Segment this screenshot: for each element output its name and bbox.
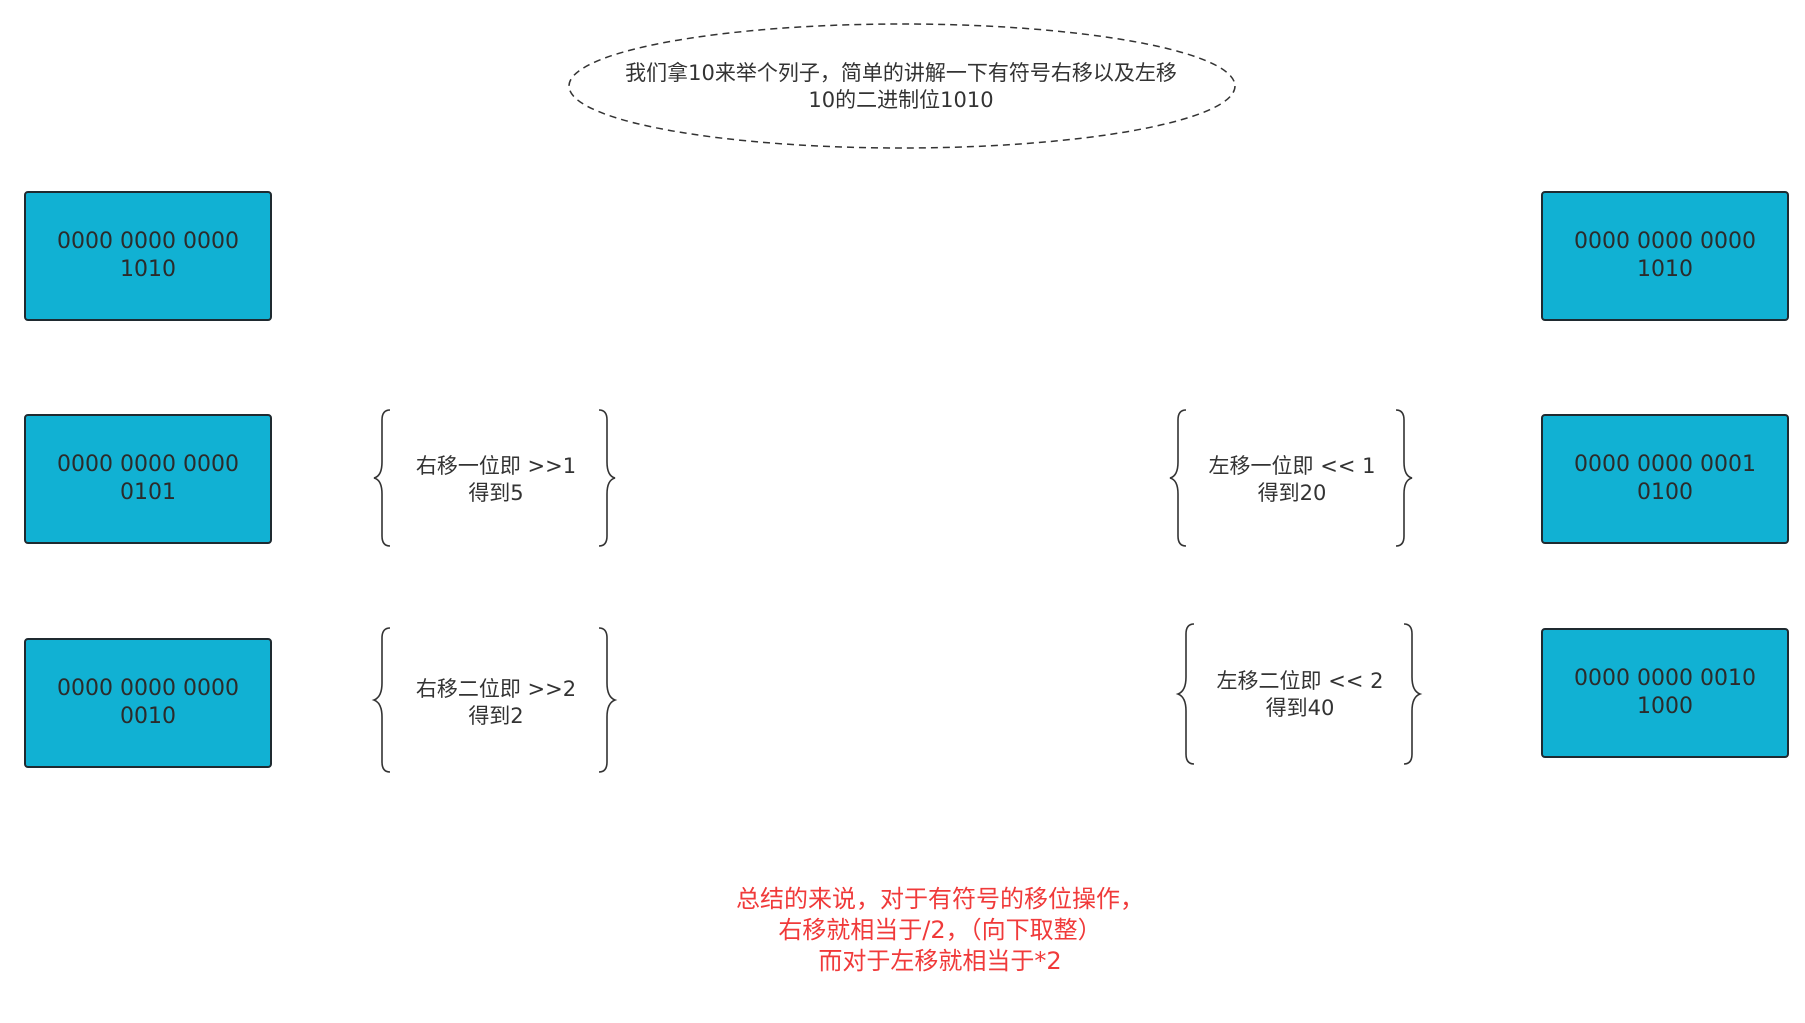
left-shift-note-2: 左移二位即 << 2 得到40: [1216, 669, 1384, 720]
brace-left-shift-2: [1175, 623, 1423, 765]
right-shift-note-1: 右移一位即 >>1 得到5: [415, 454, 577, 505]
brace-right-shift-1: [373, 409, 616, 547]
right-box-shift-1: 0000 0000 0001 0100: [1541, 414, 1789, 544]
brace-right-shift-2: [371, 627, 618, 773]
summary-text: 总结的来说，对于有符号的移位操作， 右移就相当于/2，（向下取整） 而对于左移就…: [736, 885, 1144, 975]
right-box-shift-2: 0000 0000 0010 1000: [1541, 628, 1789, 758]
right-shift-note-2: 右移二位即 >>2 得到2: [415, 677, 577, 728]
right-box-original: 0000 0000 0000 1010: [1541, 191, 1789, 321]
left-shift-note-1: 左移一位即 << 1 得到20: [1208, 454, 1376, 505]
brace-left-shift-1: [1169, 409, 1413, 547]
intro-text: 我们拿10来举个列子，简单的讲解一下有符号右移以及左移 10的二进制位1010: [625, 61, 1177, 112]
left-box-shift-1: 0000 0000 0000 0101: [24, 414, 272, 544]
left-box-shift-2: 0000 0000 0000 0010: [24, 638, 272, 768]
intro-ellipse: [568, 23, 1236, 149]
left-box-original: 0000 0000 0000 1010: [24, 191, 272, 321]
